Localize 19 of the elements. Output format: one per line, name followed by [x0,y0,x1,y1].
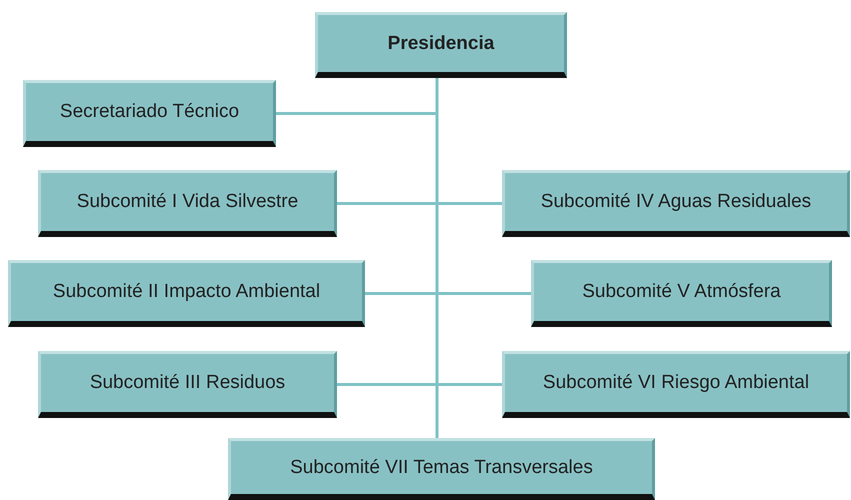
box-label: Subcomité VII Temas Transversales [290,456,593,478]
org-box [23,80,276,147]
org-box [8,260,365,327]
box-label: Subcomité II Impacto Ambiental [52,281,320,303]
box-label: Subcomité III Residuos [90,372,286,394]
org-box [38,351,337,418]
org-box [502,351,850,418]
box-label: Secretariado Técnico [60,101,240,123]
org-box [315,12,567,78]
box-label: Presidencia [388,32,494,54]
box-label: Subcomité VI Riesgo Ambiental [542,372,810,394]
org-box [228,438,655,500]
box-label: Subcomité V Atmósfera [582,281,781,303]
box-label: Subcomité I Vida Silvestre [76,191,298,213]
connector-line [436,78,438,438]
org-box [502,170,850,237]
org-box [531,260,832,327]
org-box [38,170,337,237]
box-label: Subcomité IV Aguas Residuales [540,191,812,213]
